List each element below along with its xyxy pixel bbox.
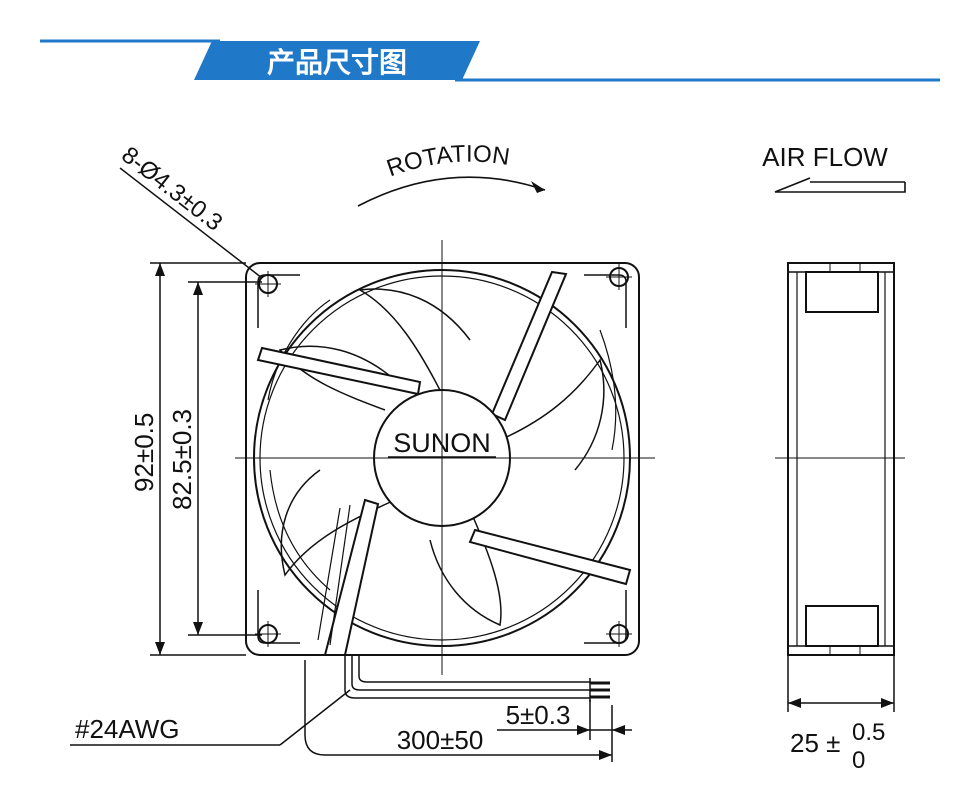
strip-length-label: 5±0.3 xyxy=(506,700,571,730)
corner-bracket-br xyxy=(584,590,627,644)
corner-bracket-tr xyxy=(584,274,627,328)
corner-bracket-bl xyxy=(257,590,300,644)
strut-right xyxy=(468,528,632,586)
mounting-hole-tr xyxy=(606,264,632,290)
dim-lead-length xyxy=(304,660,613,762)
lead-wires xyxy=(344,655,610,702)
fan-side-view xyxy=(787,262,895,656)
side-hub-top xyxy=(805,271,879,313)
mounting-hole-br xyxy=(606,621,632,647)
header-banner: 产品尺寸图 xyxy=(40,39,940,82)
rotation-indicator: ROTATION xyxy=(357,140,546,207)
dim-hole-pitch xyxy=(188,281,262,636)
fan-blade-2 xyxy=(499,358,605,471)
fan-blade-3 xyxy=(429,509,502,627)
wire-channel-line-2 xyxy=(329,504,351,646)
wire-gauge-callout xyxy=(70,689,351,746)
mounting-hole-tl xyxy=(255,271,281,297)
fan-blade-edge-2 xyxy=(599,329,617,451)
dim-strip-length xyxy=(497,700,632,740)
corner-bracket-tl xyxy=(257,274,300,328)
side-frame-outer xyxy=(787,262,895,656)
thickness-label: 25 ± xyxy=(790,728,840,758)
hole-spec-label: 8-Ø4.3±0.3 xyxy=(116,141,227,236)
outer-dimension-label: 92±0.5 xyxy=(129,413,159,492)
lead-length-label: 300±50 xyxy=(397,725,484,755)
mounting-hole-bl xyxy=(255,621,281,647)
thickness-tolerance-upper: 0.5 xyxy=(852,719,885,746)
thickness-tolerance-lower: 0 xyxy=(852,747,865,774)
airflow-arrow xyxy=(774,177,906,193)
fan-blade-edge-1 xyxy=(267,299,331,401)
dim-outer-height xyxy=(150,262,246,656)
fan-blade-4 xyxy=(280,469,396,577)
hole-spec-callout: 8-Ø4.3±0.3 xyxy=(116,141,263,279)
rotation-label: ROTATION xyxy=(383,140,511,182)
strut-top xyxy=(490,270,568,422)
airflow-label: AIR FLOW xyxy=(762,142,888,172)
wire-gauge-label: #24AWG xyxy=(75,714,180,744)
header-title-tab xyxy=(194,41,480,80)
hole-pitch-label: 82.5±0.3 xyxy=(167,409,197,510)
wire-channel-line-1 xyxy=(317,507,341,641)
page-title: 产品尺寸图 xyxy=(267,47,407,78)
brand-label: SUNON xyxy=(393,428,491,458)
dim-thickness xyxy=(787,655,895,712)
fan-blade-edge-3 xyxy=(269,469,331,591)
fan-blade-5 xyxy=(278,345,396,411)
fan-blade-1 xyxy=(357,288,471,401)
side-hub-bottom xyxy=(805,605,879,647)
